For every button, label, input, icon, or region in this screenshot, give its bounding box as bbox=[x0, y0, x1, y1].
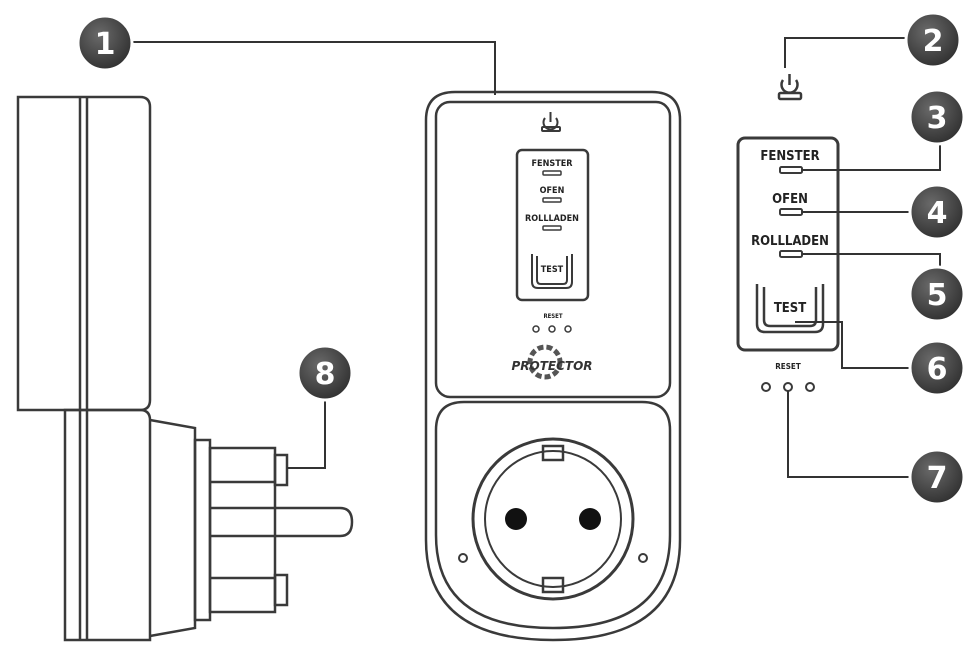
front-test-button[interactable] bbox=[531, 254, 573, 289]
svg-text:8: 8 bbox=[315, 357, 336, 392]
leader-lines bbox=[130, 37, 941, 478]
socket-icon bbox=[471, 437, 635, 601]
device-body bbox=[424, 90, 682, 642]
front-label-fenster: FENSTER bbox=[532, 159, 574, 169]
device-top-panel bbox=[434, 100, 672, 399]
leader-2 bbox=[784, 37, 908, 68]
front-led-ofen bbox=[542, 197, 562, 203]
zoom-indicator-frame bbox=[736, 136, 840, 352]
callout-3: 3 bbox=[908, 88, 966, 146]
zoom-led-fenster bbox=[779, 166, 803, 174]
callout-4: 4 bbox=[908, 183, 966, 241]
protector-logo: PROTECTOR bbox=[511, 344, 593, 380]
leader-8 bbox=[287, 398, 326, 469]
svg-text:PROTECTOR: PROTECTOR bbox=[511, 359, 592, 373]
svg-text:5: 5 bbox=[927, 278, 948, 313]
socket-earth-top bbox=[541, 444, 565, 462]
zoom-label-ofen: OFEN bbox=[772, 192, 808, 207]
zoom-power-icon bbox=[777, 74, 803, 101]
zoom-reset-holes[interactable] bbox=[761, 382, 815, 392]
callout-8: 8 bbox=[296, 344, 354, 402]
svg-text:3: 3 bbox=[927, 101, 948, 136]
front-led-rollladen bbox=[542, 225, 562, 231]
callout-5: 5 bbox=[908, 265, 966, 323]
svg-text:1: 1 bbox=[95, 27, 116, 62]
svg-text:7: 7 bbox=[927, 461, 948, 496]
plug-body bbox=[149, 418, 197, 638]
socket-hole-right bbox=[579, 508, 601, 530]
front-reset-label: RESET bbox=[543, 313, 562, 320]
front-indicator-frame bbox=[515, 148, 590, 302]
leader-3 bbox=[802, 140, 941, 171]
leader-5 bbox=[802, 253, 941, 270]
front-label-rollladen: ROLLLADEN bbox=[525, 214, 579, 224]
leader-1 bbox=[130, 41, 496, 95]
front-view bbox=[424, 90, 682, 642]
front-reset-holes[interactable] bbox=[532, 325, 572, 333]
socket-area bbox=[434, 400, 672, 630]
earth-clip-bottom bbox=[273, 573, 289, 607]
zoom-test-label: TEST bbox=[774, 301, 806, 316]
zoom-label-rollladen: ROLLLADEN bbox=[751, 234, 829, 249]
zoom-label-fenster: FENSTER bbox=[760, 149, 819, 164]
side-housing-lower bbox=[63, 408, 152, 642]
earth-clip-top bbox=[273, 453, 289, 487]
svg-text:2: 2 bbox=[923, 24, 944, 59]
front-test-label: TEST bbox=[541, 265, 564, 275]
svg-text:4: 4 bbox=[927, 196, 948, 231]
leader-6 bbox=[795, 321, 910, 369]
zoom-led-rollladen bbox=[779, 250, 803, 258]
side-housing-upper bbox=[16, 95, 152, 412]
callout-7: 7 bbox=[908, 448, 966, 506]
socket-hole-left bbox=[505, 508, 527, 530]
side-view bbox=[16, 95, 354, 642]
svg-text:6: 6 bbox=[927, 352, 948, 387]
callout-6: 6 bbox=[908, 339, 966, 397]
zoom-reset-label: RESET bbox=[775, 362, 801, 371]
callout-2: 2 bbox=[904, 11, 962, 69]
leader-7 bbox=[787, 391, 910, 478]
callout-1: 1 bbox=[76, 14, 134, 72]
plug-pin bbox=[210, 506, 354, 538]
front-led-fenster bbox=[542, 170, 562, 176]
front-label-ofen: OFEN bbox=[540, 186, 565, 196]
zoom-led-ofen bbox=[779, 208, 803, 216]
socket-earth-bottom bbox=[541, 576, 565, 594]
front-power-icon bbox=[541, 112, 561, 132]
